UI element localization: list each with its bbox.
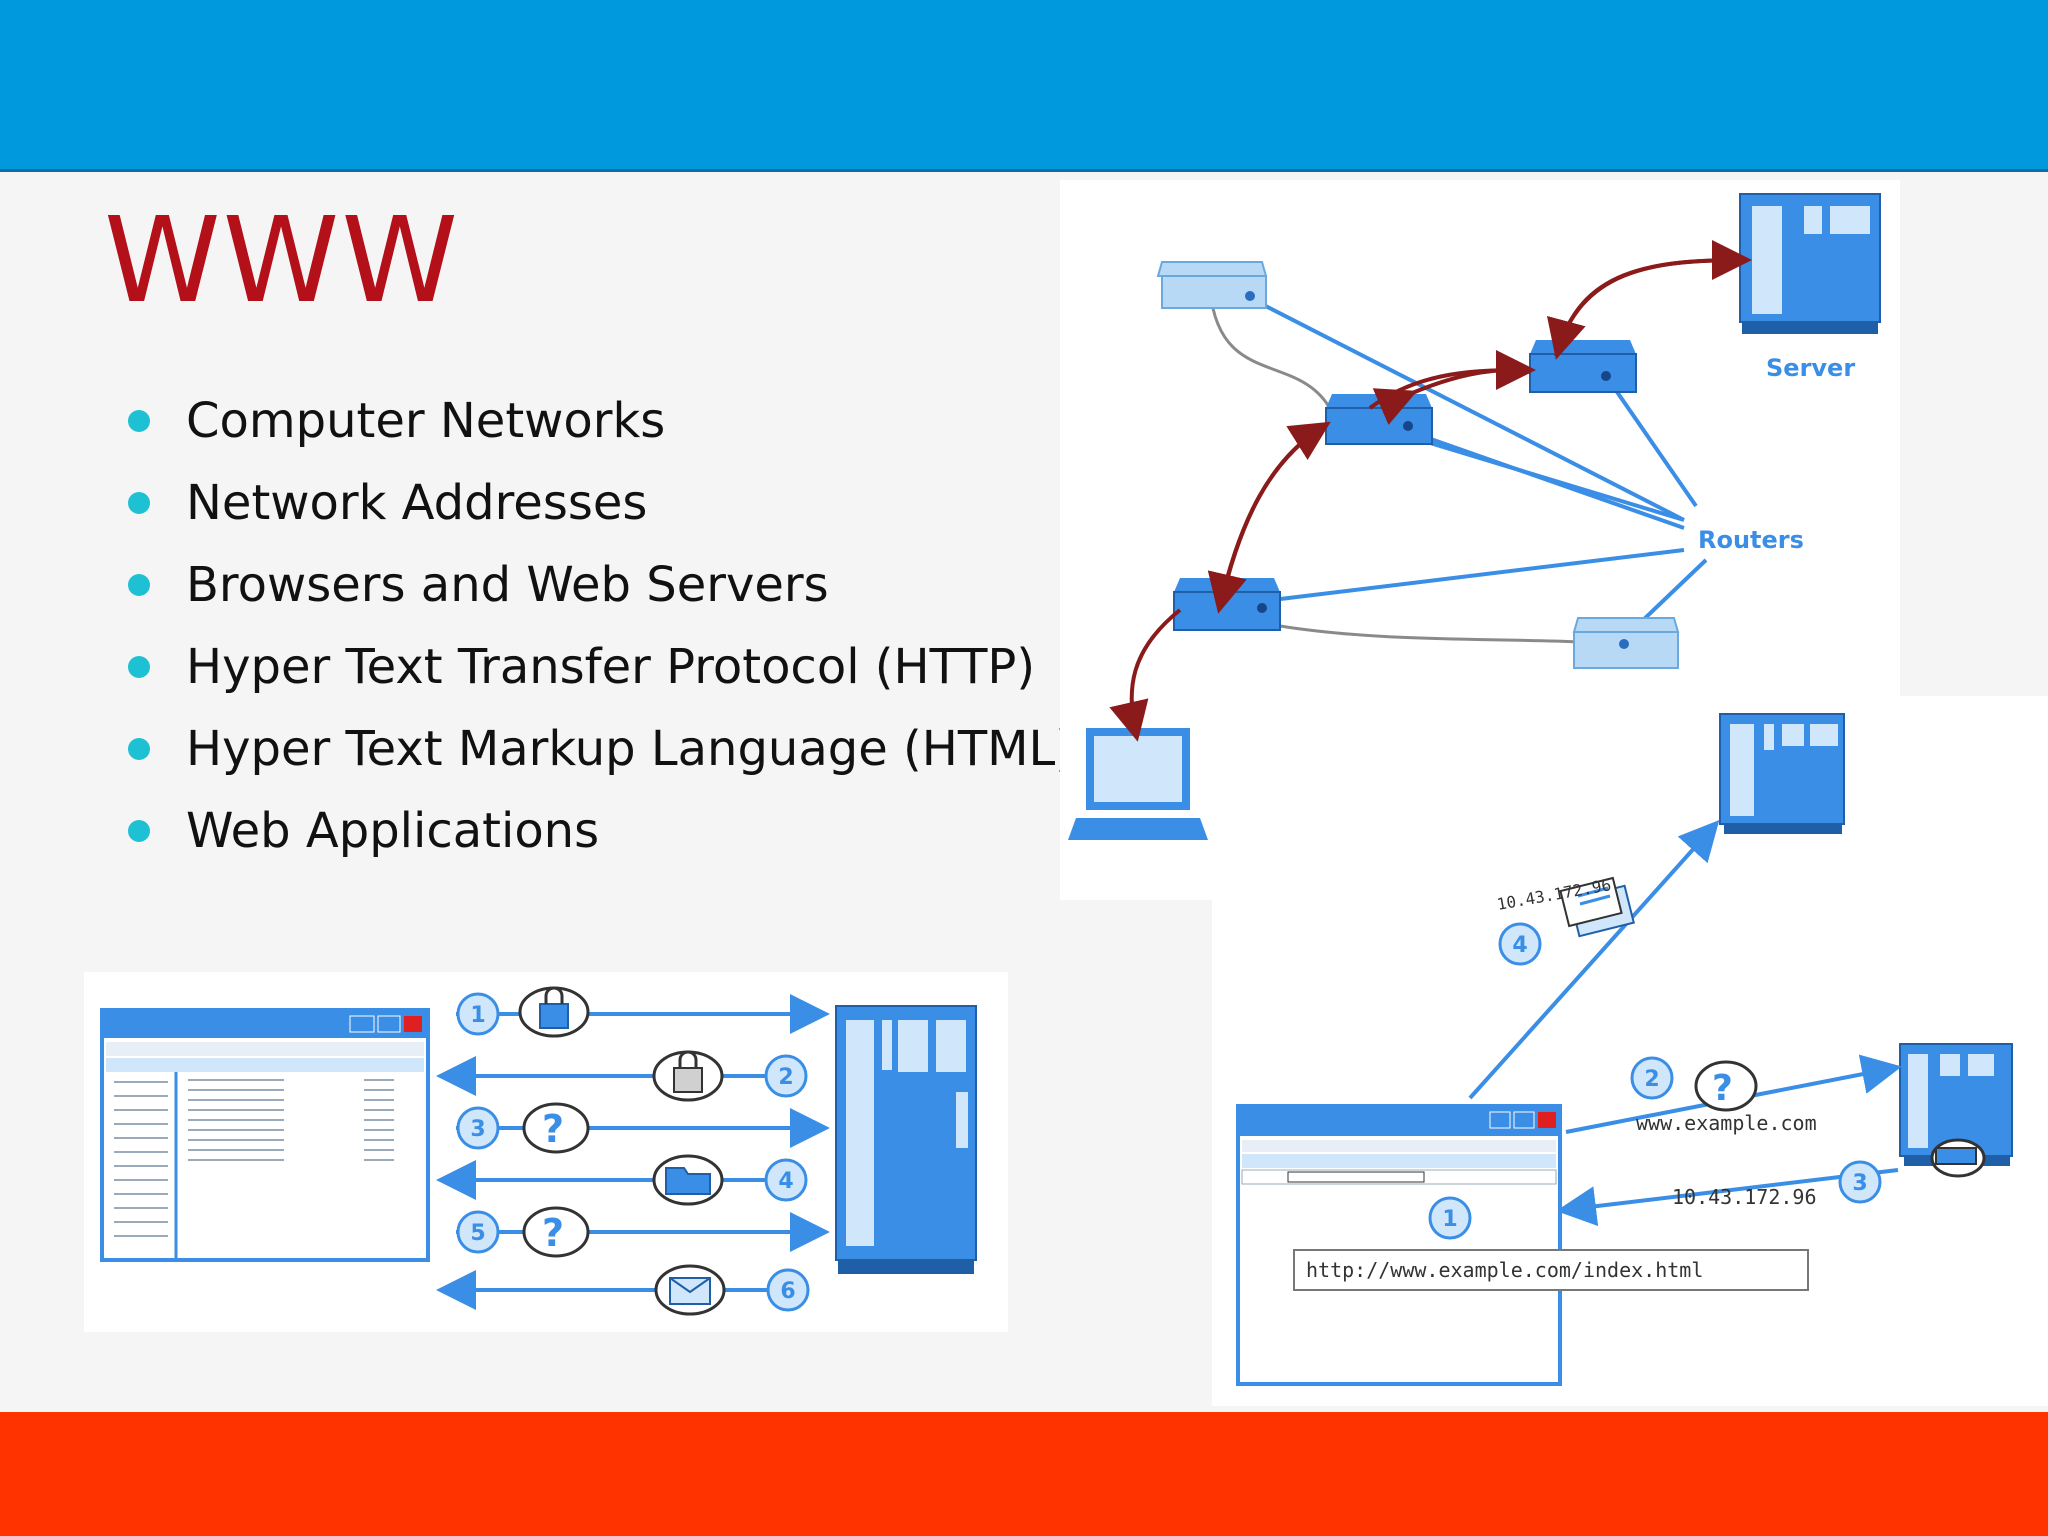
slide-title: WWW — [104, 191, 461, 329]
svg-text:2: 2 — [778, 1065, 793, 1090]
step-badge: 6 — [766, 1268, 810, 1312]
top-banner — [0, 0, 2048, 172]
domain-label: www.example.com — [1636, 1111, 1817, 1135]
router-icon — [1572, 617, 1680, 669]
bullet-text: Computer Networks — [186, 393, 666, 449]
server-icon — [1719, 713, 1845, 834]
browser-window — [100, 1008, 430, 1262]
bullet-text: Web Applications — [186, 803, 600, 859]
bullet-item: Hyper Text Transfer Protocol (HTTP) — [126, 634, 1074, 716]
svg-text:?: ? — [542, 1211, 564, 1255]
bullet-text: Browsers and Web Servers — [186, 557, 829, 613]
bullet-list: Computer Networks Network Addresses Brow… — [126, 388, 1074, 880]
laptop-icon — [1068, 728, 1208, 840]
bullet-dot-icon — [128, 492, 150, 514]
folder-icon — [652, 1154, 724, 1206]
ip-address-response-label: 10.43.172.96 — [1672, 1185, 1817, 1209]
envelope-icon — [654, 1264, 726, 1316]
browser-window — [1236, 1104, 1562, 1386]
bullet-item: Hyper Text Markup Language (HTML) — [126, 716, 1074, 798]
close-icon — [404, 1016, 422, 1032]
bullet-item: Network Addresses — [126, 470, 1074, 552]
svg-text:1: 1 — [470, 1003, 485, 1028]
question-icon: ? — [522, 1102, 590, 1154]
bullet-item: Browsers and Web Servers — [126, 552, 1074, 634]
url-text: http://www.example.com/index.html — [1306, 1258, 1703, 1282]
bullet-text: Hyper Text Transfer Protocol (HTTP) — [186, 639, 1036, 695]
svg-text:4: 4 — [778, 1169, 793, 1194]
bullet-item: Web Applications — [126, 798, 1074, 880]
svg-text:4: 4 — [1512, 933, 1527, 958]
network-diagram: Server Routers — [1060, 180, 1900, 900]
bullet-dot-icon — [128, 820, 150, 842]
close-icon — [1538, 1112, 1556, 1128]
step-badge: 2 — [764, 1054, 808, 1098]
bullet-text: Hyper Text Markup Language (HTML) — [186, 721, 1075, 777]
svg-text:6: 6 — [780, 1279, 795, 1304]
http-diagram: ? ? 1 2 3 4 5 6 — [84, 972, 1008, 1332]
step-badge: 4 — [764, 1158, 808, 1202]
bullet-dot-icon — [128, 656, 150, 678]
bullet-dot-icon — [128, 738, 150, 760]
dns-server-icon — [1899, 1043, 2013, 1178]
step-badge: 5 — [456, 1210, 500, 1254]
svg-text:?: ? — [542, 1107, 564, 1151]
svg-text:3: 3 — [470, 1117, 485, 1142]
bullet-dot-icon — [128, 574, 150, 596]
svg-text:2: 2 — [1644, 1067, 1659, 1092]
bullet-dot-icon — [128, 410, 150, 432]
svg-text:5: 5 — [470, 1221, 485, 1246]
step-badge: 1 — [456, 992, 500, 1036]
bullet-text: Network Addresses — [186, 475, 648, 531]
svg-text:?: ? — [1712, 1068, 1733, 1109]
bottom-banner — [0, 1412, 2048, 1536]
svg-text:1: 1 — [1442, 1207, 1457, 1232]
server-icon — [1739, 193, 1881, 334]
question-icon: ? — [1694, 1060, 1758, 1112]
lock-icon — [652, 1050, 724, 1102]
question-icon: ? — [522, 1206, 590, 1258]
server-label: Server — [1766, 354, 1855, 382]
bullet-item: Computer Networks — [126, 388, 1074, 470]
server-icon — [835, 1005, 977, 1274]
step-badge: 2 — [1630, 1056, 1674, 1100]
step-badge: 4 — [1498, 922, 1542, 966]
url-bar: http://www.example.com/index.html — [1293, 1249, 1809, 1291]
lock-icon — [518, 986, 590, 1038]
envelope-icon — [1559, 876, 1635, 938]
svg-text:3: 3 — [1852, 1171, 1867, 1196]
routers-label: Routers — [1698, 526, 1804, 554]
dns-diagram: 10.43.172.96 ? www.example.com 10.43.172… — [1212, 696, 2048, 1406]
step-badge: 1 — [1428, 1196, 1472, 1240]
router-icon — [1156, 261, 1268, 309]
router-icon — [1529, 340, 1637, 393]
step-badge: 3 — [1838, 1160, 1882, 1204]
step-badge: 3 — [456, 1106, 500, 1150]
